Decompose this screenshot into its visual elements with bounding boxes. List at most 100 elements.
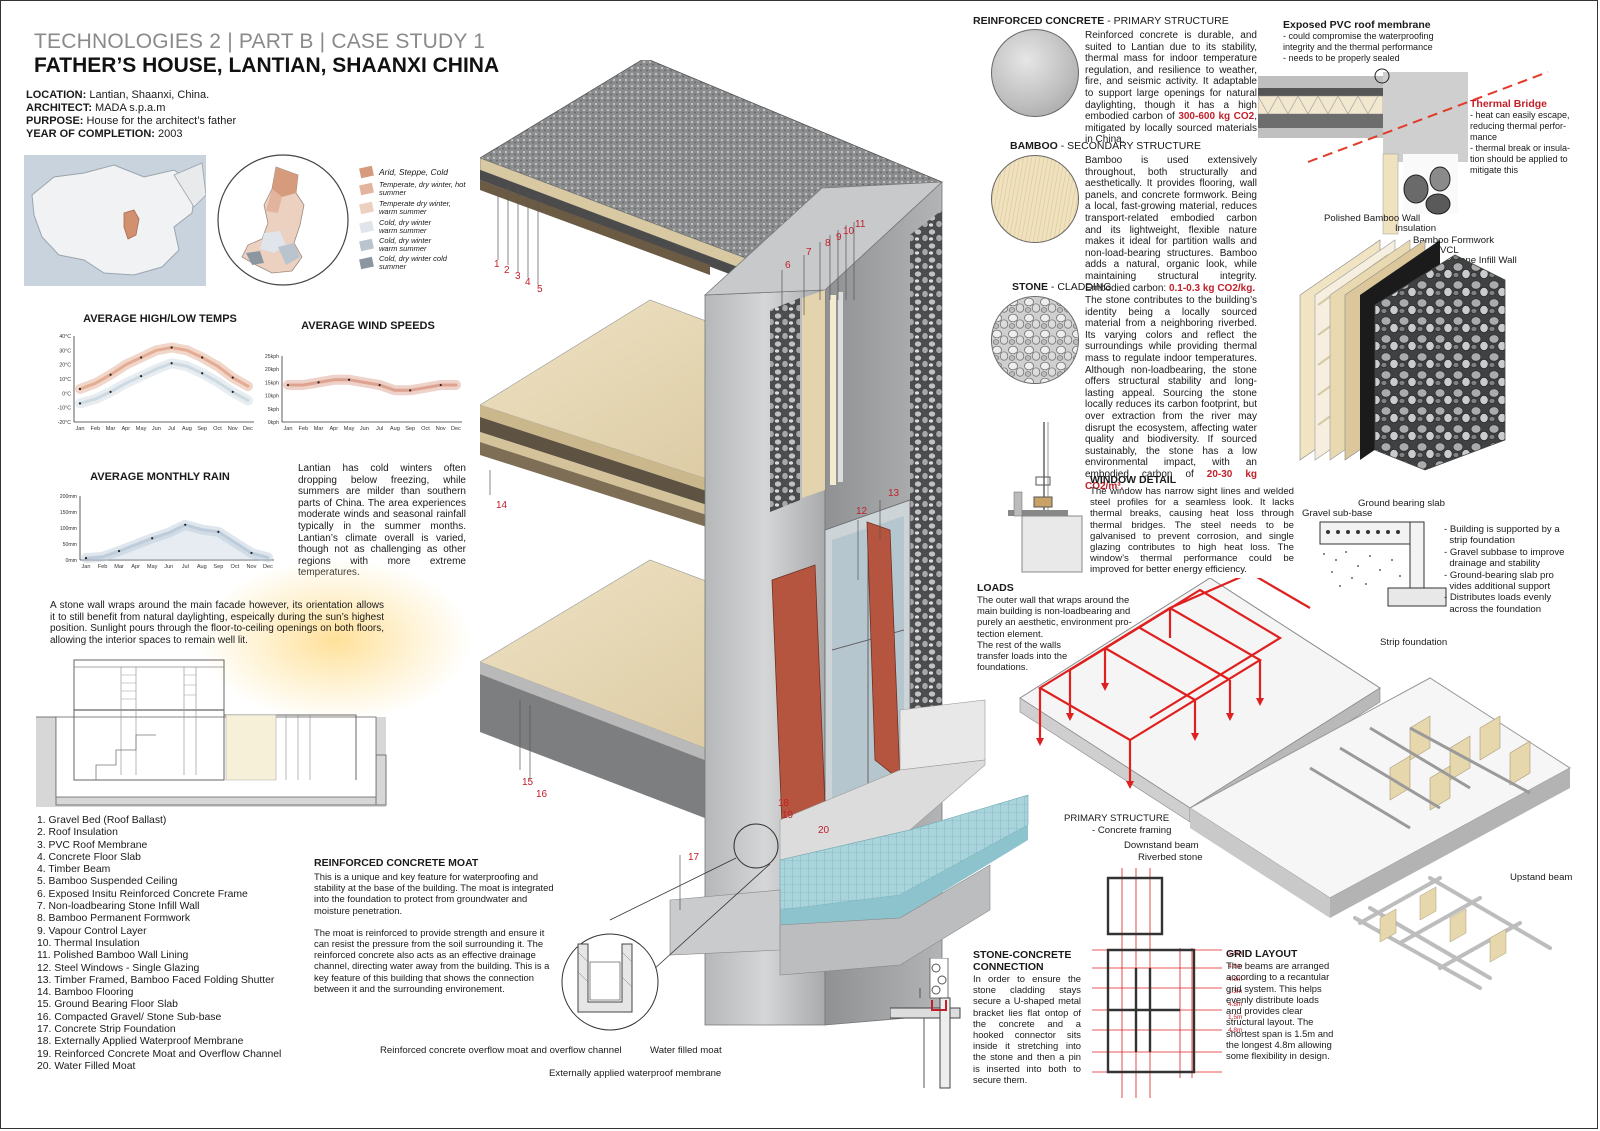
y-tick-label: 10°C xyxy=(59,377,71,383)
x-tick-label: Aug xyxy=(182,426,192,432)
downstand-beam-label: Downstand beam xyxy=(1124,840,1199,851)
component-item: 11. Polished Bamboo Wall Lining xyxy=(37,950,189,962)
y-tick-label: 100mm xyxy=(60,526,77,532)
component-item: 1. Gravel Bed (Roof Ballast) xyxy=(37,815,167,826)
x-tick-label: Mar xyxy=(314,426,324,432)
x-tick-label: Feb xyxy=(298,426,308,432)
x-tick-label: Dec xyxy=(243,426,253,432)
primary-structure-label: PRIMARY STRUCTURE xyxy=(1064,813,1170,824)
foundation-drawing xyxy=(1319,521,1447,607)
moat-membrane-label: Externally applied waterproof membrane xyxy=(549,1068,722,1079)
moat-text-1: This is a unique and key feature for wat… xyxy=(314,871,554,916)
climate-legend-item: Arid, Steppe, Cold xyxy=(359,164,466,180)
data-point xyxy=(409,389,412,392)
shaanxi-map xyxy=(217,154,349,286)
series-line xyxy=(84,523,270,560)
strip-foundation-label: Strip foundation xyxy=(1380,637,1448,648)
data-point xyxy=(109,373,112,376)
x-tick-label: Oct xyxy=(213,426,222,432)
component-item: 9. Vapour Control Layer xyxy=(37,925,147,937)
connection-section: STONE-CONCRETE CONNECTION In order to en… xyxy=(973,949,1081,1085)
layer-vcl: VCL xyxy=(1440,245,1459,256)
daylight-text: A stone wall wraps around the main facad… xyxy=(50,600,384,646)
climate-legend-item: Temperate dry winter, warm summer xyxy=(359,198,466,218)
data-point xyxy=(201,356,204,359)
component-item: 16. Compacted Gravel/ Stone Sub-base xyxy=(37,1011,222,1023)
stone-text: The stone contributes to the building’s … xyxy=(1085,295,1258,492)
callout-4: 4 xyxy=(525,277,531,288)
x-tick-label: Dec xyxy=(263,564,273,570)
stone-texture xyxy=(991,296,1079,384)
thermal-bridge-note: Thermal Bridge - heat can easily escape,… xyxy=(1470,98,1571,175)
x-tick-label: May xyxy=(136,426,147,432)
moat-overflow-label: Reinforced concrete overflow moat and ov… xyxy=(380,1045,622,1056)
component-item: 18. Externally Applied Waterproof Membra… xyxy=(37,1036,244,1048)
x-tick-label: Apr xyxy=(329,426,338,432)
data-point xyxy=(151,537,154,540)
grid-plan-drawing xyxy=(1092,868,1222,1098)
legend-swatch xyxy=(359,165,374,179)
x-tick-label: Mar xyxy=(106,426,116,432)
legend-swatch xyxy=(359,220,374,234)
bamboo-heading: BAMBOO - SECONDARY STRUCTURE xyxy=(1010,140,1201,152)
section-drawing xyxy=(36,659,387,807)
sunlight-glow xyxy=(200,560,470,720)
y-tick-label: 0kph xyxy=(268,420,279,426)
layer-polished-bamboo: Polished Bamboo Wall xyxy=(1324,213,1421,224)
x-tick-label: Jun xyxy=(164,564,173,570)
component-item: 4. Concrete Floor Slab xyxy=(37,851,141,863)
legend-swatch xyxy=(359,201,374,215)
loads-section: LOADS The outer wall that wraps around t… xyxy=(977,582,1132,673)
y-tick-label: 20kph xyxy=(265,367,279,373)
component-item: 20. Water Filled Moat xyxy=(37,1060,136,1072)
foundation-notes: - Building is supported by a strip found… xyxy=(1444,524,1565,615)
series-line xyxy=(78,346,250,391)
data-point xyxy=(170,362,173,365)
component-item: 2. Roof Insulation xyxy=(37,827,118,839)
x-tick-label: Oct xyxy=(231,564,240,570)
data-point xyxy=(201,372,204,375)
ground-slab-label: Ground bearing slab xyxy=(1358,498,1445,509)
x-tick-label: Dec xyxy=(451,426,461,432)
component-item: 3. PVC Roof Membrane xyxy=(37,839,148,851)
x-tick-label: May xyxy=(344,426,355,432)
connection-text: In order to ensure the stone cladding st… xyxy=(973,973,1081,1085)
data-point xyxy=(139,375,143,378)
climate-legend-item: Cold, dry winter warm summer xyxy=(359,236,450,254)
x-tick-label: Feb xyxy=(98,564,108,570)
data-point xyxy=(286,383,290,387)
data-point xyxy=(439,383,442,387)
window-heading: WINDOW DETAIL xyxy=(1090,474,1177,486)
x-tick-label: Aug xyxy=(197,564,207,570)
component-item: 10. Thermal Insulation xyxy=(37,937,140,949)
component-item: 5. Bamboo Suspended Ceiling xyxy=(37,876,178,888)
sheet-subtitle: TECHNOLOGIES 2 | PART B | CASE STUDY 1 xyxy=(34,30,486,53)
upstand-beam-label: Upstand beam xyxy=(1510,872,1573,883)
y-tick-label: 0mm xyxy=(65,558,77,564)
data-point xyxy=(317,381,320,384)
component-item: 4. Timber Beam xyxy=(37,864,111,876)
data-point xyxy=(117,549,121,553)
climate-legend-item: Cold, dry winter warm summer xyxy=(359,218,450,236)
riverbed-stone-label: Riverbed stone xyxy=(1138,852,1203,863)
moat-heading: REINFORCED CONCRETE MOAT xyxy=(314,857,479,869)
y-tick-label: 30°C xyxy=(59,348,71,354)
layer-insulation: Insulation xyxy=(1395,223,1437,234)
y-tick-label: 20°C xyxy=(59,363,71,369)
data-point xyxy=(109,390,112,393)
callout-15: 15 xyxy=(522,777,534,788)
component-item: 15. Ground Bearing Floor Slab xyxy=(37,999,178,1011)
component-item: 19. Reinforced Concrete Moat and Overflo… xyxy=(37,1048,282,1060)
layer-stone-infill: Stone Infill Wall xyxy=(1451,255,1517,266)
connection-drawing xyxy=(890,958,961,1089)
callout-2: 2 xyxy=(504,265,510,276)
series-line xyxy=(78,361,250,405)
data-point xyxy=(217,530,220,533)
data-point xyxy=(139,356,143,359)
callout-13: 13 xyxy=(888,488,900,499)
moat-detail-drawing xyxy=(561,933,659,1031)
component-item: 13. Timber Framed, Bamboo Faced Folding … xyxy=(37,974,275,986)
series-line xyxy=(286,378,458,392)
